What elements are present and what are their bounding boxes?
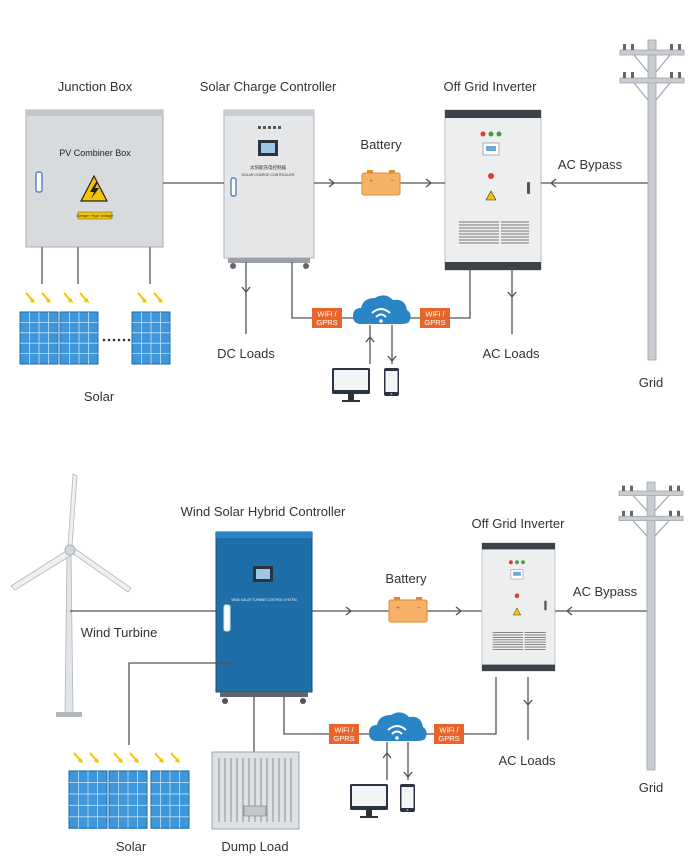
panel-ellipsis	[102, 338, 131, 342]
battery-label-bottom: Battery	[385, 571, 427, 586]
wifi-cloud-icon	[368, 711, 428, 742]
svg-text:WiFi /: WiFi /	[334, 726, 354, 735]
sun-ray-arrow-icon	[73, 752, 181, 764]
off-grid-inverter-title-bottom: Off Grid Inverter	[472, 516, 566, 531]
wind-turbine	[10, 473, 132, 717]
phone-icon	[400, 784, 415, 812]
wifi-gprs-tag-left-top: WiFi / GPRS	[312, 308, 342, 328]
pv-combiner-box: PV Combiner Box Danger High Voltage	[25, 109, 164, 248]
hybrid-controller-plate: WIND SOLAR TURBINE CONTROL SYSTEM	[231, 598, 297, 602]
svg-text:WiFi /: WiFi /	[425, 310, 445, 319]
ac-bypass-label-top: AC Bypass	[558, 157, 623, 172]
off-grid-inverter-top	[445, 110, 541, 270]
utility-pole-top	[619, 39, 685, 361]
solar-label-top: Solar	[84, 389, 115, 404]
ac-loads-label-bottom: AC Loads	[498, 753, 556, 768]
door-latch-icon	[35, 171, 43, 193]
bottom-diagram: Wind Turbine Wind Solar Hybrid Controlle…	[10, 473, 684, 854]
ac-bypass-label-bottom: AC Bypass	[573, 584, 638, 599]
ac-loads-label-top: AC Loads	[482, 346, 540, 361]
high-voltage-warning-icon	[80, 174, 108, 202]
svg-text:GPRS: GPRS	[316, 318, 337, 327]
svg-text:GPRS: GPRS	[438, 734, 459, 743]
off-grid-inverter-bottom	[482, 543, 555, 671]
grid-label-top: Grid	[639, 375, 664, 390]
wifi-gprs-tag-left-bottom: WiFi / GPRS	[329, 724, 359, 744]
phone-icon	[384, 368, 399, 396]
wind-solar-hybrid-controller-title: Wind Solar Hybrid Controller	[181, 504, 346, 519]
monitor-icon	[350, 784, 388, 818]
svg-text:GPRS: GPRS	[424, 318, 445, 327]
top-diagram: Junction Box Solar Charge Controller Off…	[19, 39, 685, 404]
battery-label-top: Battery	[360, 137, 402, 152]
dump-load	[211, 751, 300, 830]
combiner-box-label: PV Combiner Box	[59, 148, 131, 158]
dc-loads-label: DC Loads	[217, 346, 275, 361]
solar-array-top	[19, 292, 171, 365]
wifi-gprs-tag-right-bottom: WiFi / GPRS	[434, 724, 464, 744]
solar-charge-controller: 太阳能充电控制器 SOLAR CHARGE CONTROLLER	[223, 109, 315, 269]
svg-text:GPRS: GPRS	[333, 734, 354, 743]
wind-solar-hybrid-controller: WIND SOLAR TURBINE CONTROL SYSTEM	[215, 531, 313, 704]
wifi-cloud-icon	[352, 294, 412, 325]
junction-box-title: Junction Box	[58, 79, 133, 94]
utility-pole-bottom	[618, 481, 684, 771]
svg-text:WiFi /: WiFi /	[439, 726, 459, 735]
solar-label-bottom: Solar	[116, 839, 147, 854]
svg-text:WiFi /: WiFi /	[317, 310, 337, 319]
monitor-icon	[332, 368, 370, 402]
wind-turbine-label: Wind Turbine	[81, 625, 158, 640]
solar-array-bottom	[68, 752, 190, 829]
wifi-gprs-tag-right-top: WiFi / GPRS	[420, 308, 450, 328]
controller-plate-cn: 太阳能充电控制器	[250, 164, 286, 171]
battery-bottom	[388, 596, 428, 623]
dump-load-label: Dump Load	[221, 839, 288, 854]
solar-charge-controller-title: Solar Charge Controller	[200, 79, 337, 94]
battery-top	[361, 169, 401, 196]
sun-ray-arrow-icon	[25, 292, 164, 304]
off-grid-inverter-title-top: Off Grid Inverter	[444, 79, 538, 94]
grid-label-bottom: Grid	[639, 780, 664, 795]
controller-plate-en: SOLAR CHARGE CONTROLLER	[242, 173, 295, 177]
combiner-warning-text: Danger High Voltage	[77, 213, 115, 218]
